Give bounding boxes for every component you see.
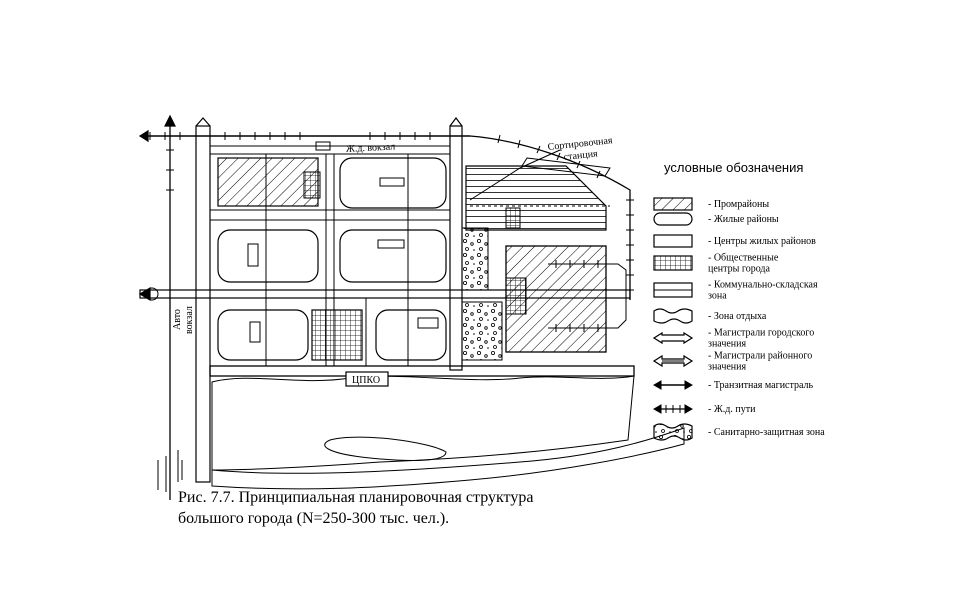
legend-item-label: - Магистрали районного	[708, 351, 812, 362]
figure-caption: Рис. 7.7. Принципиальная планировочная с…	[178, 487, 878, 529]
industrial-railway-ticks	[555, 260, 599, 332]
district-centre-2	[247, 243, 259, 267]
district-centre-3	[377, 239, 405, 249]
caption-line-2: большого города (N=250-300 тыс. чел.).	[178, 510, 450, 527]
road-middle	[449, 125, 463, 371]
legend-item-label: центры города	[708, 264, 771, 275]
legend-title: условные обозначения	[664, 160, 803, 175]
city-map	[138, 114, 685, 500]
road-west	[195, 125, 211, 483]
legend-item-wavy-rect: - Зона отдыха	[653, 308, 767, 324]
legend-item-label: - Магистрали городского	[708, 328, 814, 339]
transit-arrow-top	[164, 114, 176, 127]
legend-items: - Промрайоны - Жилые районы - Центры жилых…	[652, 197, 825, 441]
residential-district-1	[339, 157, 447, 209]
legend-item-label: значения	[708, 339, 747, 350]
legend-item-label: - Коммунально-складская	[708, 280, 818, 291]
railway-station-label: Ж.д. вокзал	[346, 141, 396, 155]
public-centre-4	[505, 277, 527, 315]
wavy-rect-symbol	[653, 308, 693, 324]
district-centre-1	[379, 177, 405, 187]
district-centre-5	[417, 317, 439, 329]
double-arrow-city-symbol	[652, 331, 694, 345]
legend-item-label: зона	[708, 291, 727, 302]
residential-district-4	[217, 309, 309, 361]
legend-item-label: значения	[708, 362, 747, 373]
legend-item-label: - Промрайоны	[708, 199, 769, 210]
public-centre-2	[311, 309, 363, 361]
legend-item-label: - Транзитная магистраль	[708, 380, 814, 391]
ctpko-label: ЦПКО	[352, 375, 380, 386]
legend-item-label: - Жилые районы	[708, 214, 779, 225]
river-island	[324, 436, 447, 461]
double-line-rect-symbol	[653, 282, 693, 298]
railway-arrow-symbol	[652, 404, 694, 414]
legend-item-label: - Центры жилых районов	[708, 236, 816, 247]
public-centre-3	[505, 207, 521, 229]
road-west-cap	[195, 117, 211, 127]
road-middle-cap	[449, 117, 463, 127]
railway-arrow-left	[138, 129, 149, 143]
sorting-station-label-2: станция	[563, 148, 598, 163]
railway-top-ticks	[149, 132, 431, 140]
residential-district-3	[339, 229, 447, 283]
hatch-rect-symbol	[653, 197, 693, 211]
ctpko-box	[345, 371, 389, 387]
bus-station-node	[145, 287, 159, 301]
legend-item-label: - Зона отдыха	[708, 311, 767, 322]
residential-district-2	[217, 229, 319, 283]
legend-item-plain-rect: - Центры жилых районов	[653, 234, 816, 248]
legend-item-rounded-rect: - Жилые районы	[653, 212, 779, 226]
bus-station-label-2: вокзал	[184, 306, 195, 334]
dotted-wavy-rect-symbol	[653, 423, 693, 441]
public-centre-1	[303, 171, 321, 199]
district-centre-4	[249, 321, 261, 343]
railway-curve	[469, 135, 631, 300]
river-bank	[211, 375, 635, 471]
industrial-zone-1	[217, 157, 319, 207]
transit-arrow-symbol	[652, 380, 694, 390]
transit-road-ticks	[166, 149, 174, 191]
legend-item-hatch-rect: - Промрайоны	[653, 197, 769, 211]
rail-sw	[157, 450, 183, 492]
plain-rect-symbol	[653, 234, 693, 248]
legend-item-label: - Санитарно-защитная зона	[708, 427, 825, 438]
sorting-station	[521, 157, 611, 177]
road-horizontal-2-arrow	[138, 286, 151, 302]
railway-station-building	[315, 141, 331, 151]
legend-item-transit-arrow: - Транзитная магистраль	[652, 380, 814, 391]
legend-item-label: - Ж.д. пути	[708, 404, 756, 415]
road-horizontal-1	[209, 209, 451, 221]
legend: условные обозначения - Промрайоны - Жилые…	[652, 160, 825, 441]
legend-item-dotted-wavy-rect: - Санитарно-защитная зона	[653, 423, 825, 441]
road-south	[209, 365, 635, 377]
bus-station-label-1: Авто	[172, 309, 183, 330]
caption-line-1: Рис. 7.7. Принципиальная планировочная с…	[178, 489, 534, 506]
river	[211, 427, 685, 490]
recreation-zone-2	[461, 301, 503, 361]
residential-district-5	[375, 309, 447, 361]
industrial-railway	[548, 263, 627, 329]
recreation-zone-1	[461, 227, 489, 291]
double-arrow-district-symbol	[652, 354, 694, 368]
legend-item-railway-arrow: - Ж.д. пути	[652, 404, 756, 415]
grid-rect-symbol	[653, 255, 693, 271]
warehouse-zone	[465, 165, 607, 231]
legend-item-label: - Общественные	[708, 253, 779, 264]
rounded-rect-symbol	[653, 212, 693, 226]
